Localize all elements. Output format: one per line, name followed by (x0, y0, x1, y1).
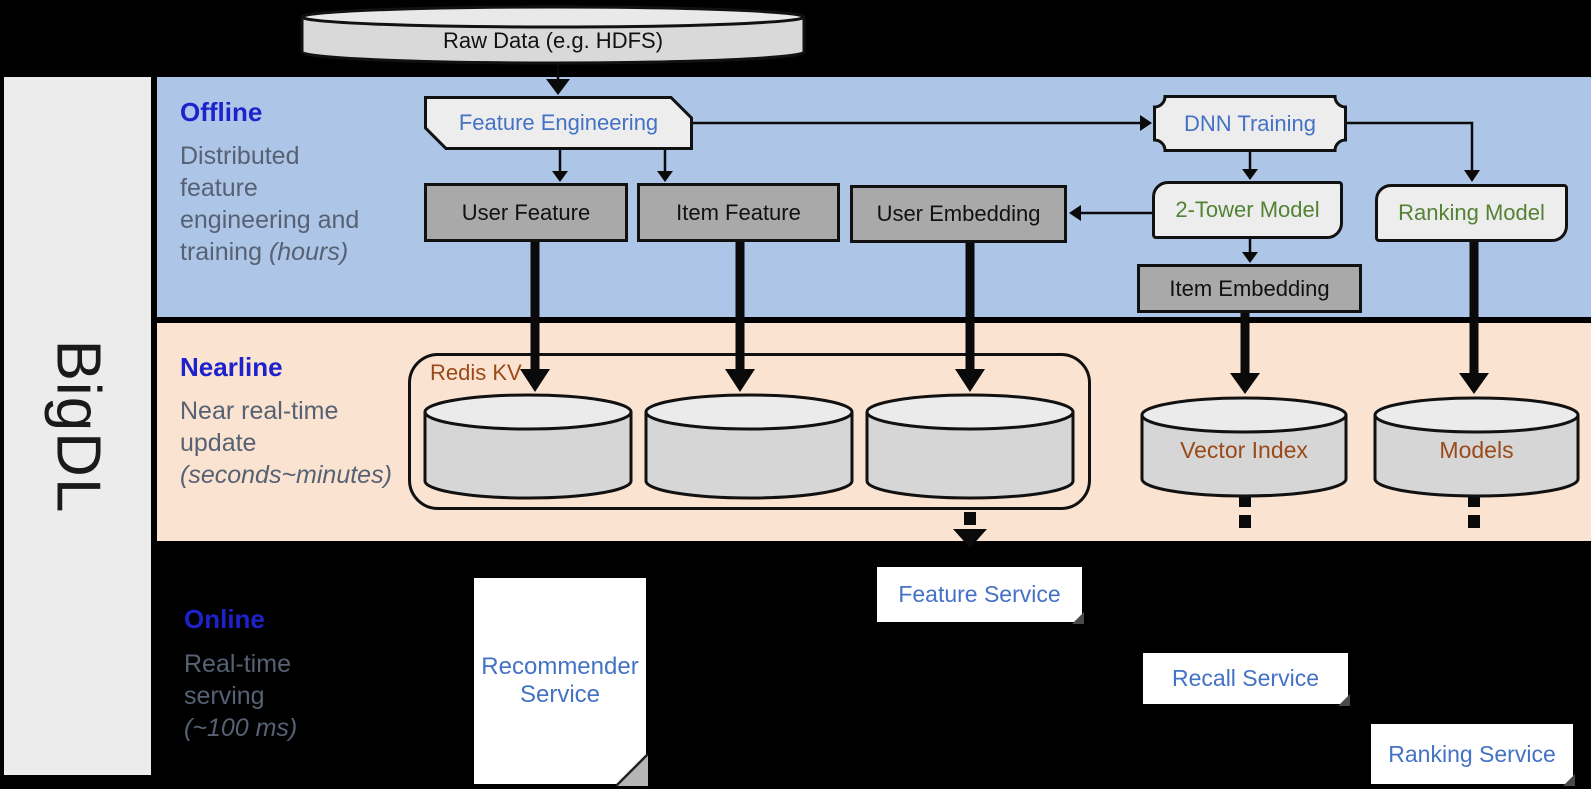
recall-service-label: Recall Service (1172, 665, 1319, 691)
redis-kv-container (408, 353, 1091, 510)
item-embedding-label: Item Embedding (1169, 275, 1330, 301)
redis-kv-label: Redis KV (430, 360, 522, 385)
user-embedding-label: User Embedding (876, 201, 1041, 226)
feature-service-label: Feature Service (898, 581, 1061, 607)
folded-corner-icon (1072, 612, 1084, 624)
recommender-service-node: Recommender Service (474, 578, 648, 786)
feature-service-node: Feature Service (877, 567, 1084, 624)
ranking-model-node: Ranking Model (1375, 184, 1568, 242)
recommender-service-label: Recommender Service (481, 653, 639, 708)
recall-service-node: Recall Service (1143, 653, 1350, 706)
vector-index-cylinder: Vector Index (1140, 395, 1348, 498)
nearline-section-desc: Near real-time update (seconds~minutes) (180, 397, 392, 489)
ranking-model-label: Ranking Model (1398, 200, 1545, 225)
raw-data-label: Raw Data (e.g. HDFS) (442, 27, 664, 53)
folded-corner-icon (616, 754, 648, 786)
bigdl-sidebar: BigDL (4, 77, 151, 775)
user-embedding-node: User Embedding (850, 185, 1067, 243)
offline-section-title: Offline (180, 97, 263, 127)
ranking-service-label: Ranking Service (1388, 740, 1556, 767)
models-cylinder: Models (1373, 395, 1580, 498)
raw-data-cylinder: Raw Data (e.g. HDFS) (300, 5, 806, 66)
user-feature-node: User Feature (424, 183, 628, 242)
redis-store-cylinder-1 (423, 393, 633, 500)
item-embedding-node: Item Embedding (1137, 264, 1362, 313)
user-feature-label: User Feature (461, 199, 591, 225)
item-feature-label: Item Feature (676, 199, 801, 225)
nearline-section-title: Nearline (180, 352, 283, 382)
offline-section-desc: Distributed feature engineering and trai… (180, 142, 360, 266)
feature-engineering-label: Feature Engineering (458, 110, 659, 135)
dnn-training-node: DNN Training (1153, 95, 1347, 152)
folded-corner-icon (1338, 694, 1350, 706)
models-label: Models (1439, 437, 1514, 463)
folded-corner-icon (1563, 774, 1575, 786)
feature-engineering-node: Feature Engineering (424, 96, 693, 150)
online-section-title: Online (184, 604, 265, 634)
two-tower-model-label: 2-Tower Model (1175, 197, 1320, 222)
bigdl-vertical-label: BigDL (43, 339, 112, 513)
redis-store-cylinder-2 (644, 393, 854, 500)
vector-index-label: Vector Index (1180, 437, 1308, 463)
redis-store-cylinder-3 (865, 393, 1075, 500)
two-tower-model-node: 2-Tower Model (1152, 181, 1343, 239)
online-section-desc: Real-time serving (~100 ms) (184, 650, 298, 742)
dnn-training-label: DNN Training (1183, 110, 1317, 136)
item-feature-node: Item Feature (637, 183, 840, 242)
ranking-service-node: Ranking Service (1371, 724, 1575, 786)
